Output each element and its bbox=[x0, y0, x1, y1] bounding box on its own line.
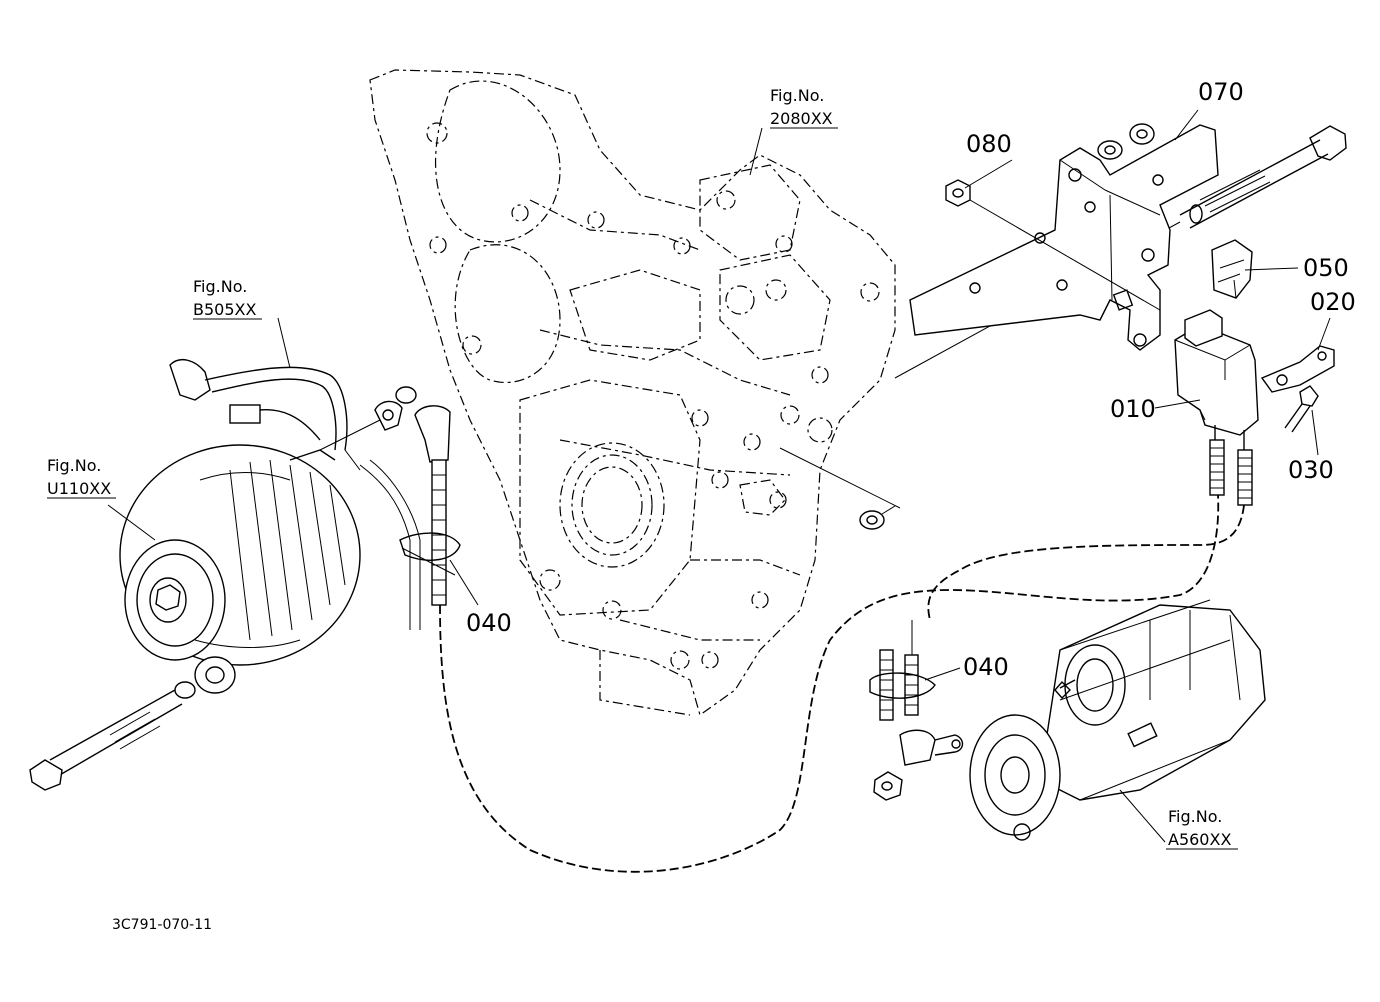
svg-text:Fig.No.: Fig.No. bbox=[1168, 807, 1222, 826]
part-label-050: 050 bbox=[1303, 254, 1349, 282]
bracket-drawing bbox=[909, 123, 1219, 351]
svg-text:2080XX: 2080XX bbox=[770, 109, 833, 128]
part-label-020: 020 bbox=[1310, 288, 1356, 316]
part-label-070: 070 bbox=[1198, 78, 1244, 106]
gear-case-drawing bbox=[369, 69, 901, 716]
svg-text:B505XX: B505XX bbox=[193, 300, 256, 319]
figure-references: Fig.No. 2080XX Fig.No. B505XX Fig.No. U1… bbox=[47, 86, 1238, 850]
svg-text:Fig.No.: Fig.No. bbox=[770, 86, 824, 105]
part-labels: 070 080 050 020 010 030 040 040 bbox=[466, 78, 1356, 681]
svg-text:A560XX: A560XX bbox=[1168, 830, 1231, 849]
relay-assembly-drawing bbox=[1174, 239, 1335, 506]
fig-ref-harness: Fig.No. B505XX bbox=[193, 277, 262, 320]
alternator-drawing bbox=[29, 419, 381, 791]
part-label-010: 010 bbox=[1110, 395, 1156, 423]
harness-connector-drawing bbox=[169, 358, 421, 630]
part-label-030: 030 bbox=[1288, 456, 1334, 484]
part-label-040-battery: 040 bbox=[466, 609, 512, 637]
svg-text:Fig.No.: Fig.No. bbox=[47, 456, 101, 475]
battery-cable-drawing bbox=[374, 386, 461, 606]
drawing-code: 3C791-070-11 bbox=[112, 917, 212, 933]
svg-text:U110XX: U110XX bbox=[47, 479, 111, 498]
leader-lines bbox=[107, 109, 1331, 843]
starter-drawing bbox=[869, 599, 1266, 841]
part-label-080: 080 bbox=[966, 130, 1012, 158]
fig-ref-starter: Fig.No. A560XX bbox=[1166, 807, 1238, 850]
part-label-040-starter: 040 bbox=[963, 653, 1009, 681]
fig-ref-gear-case: Fig.No. 2080XX bbox=[770, 86, 838, 129]
fig-ref-alternator: Fig.No. U110XX bbox=[47, 456, 116, 499]
svg-text:Fig.No.: Fig.No. bbox=[193, 277, 247, 296]
cable-routes bbox=[439, 494, 1245, 873]
